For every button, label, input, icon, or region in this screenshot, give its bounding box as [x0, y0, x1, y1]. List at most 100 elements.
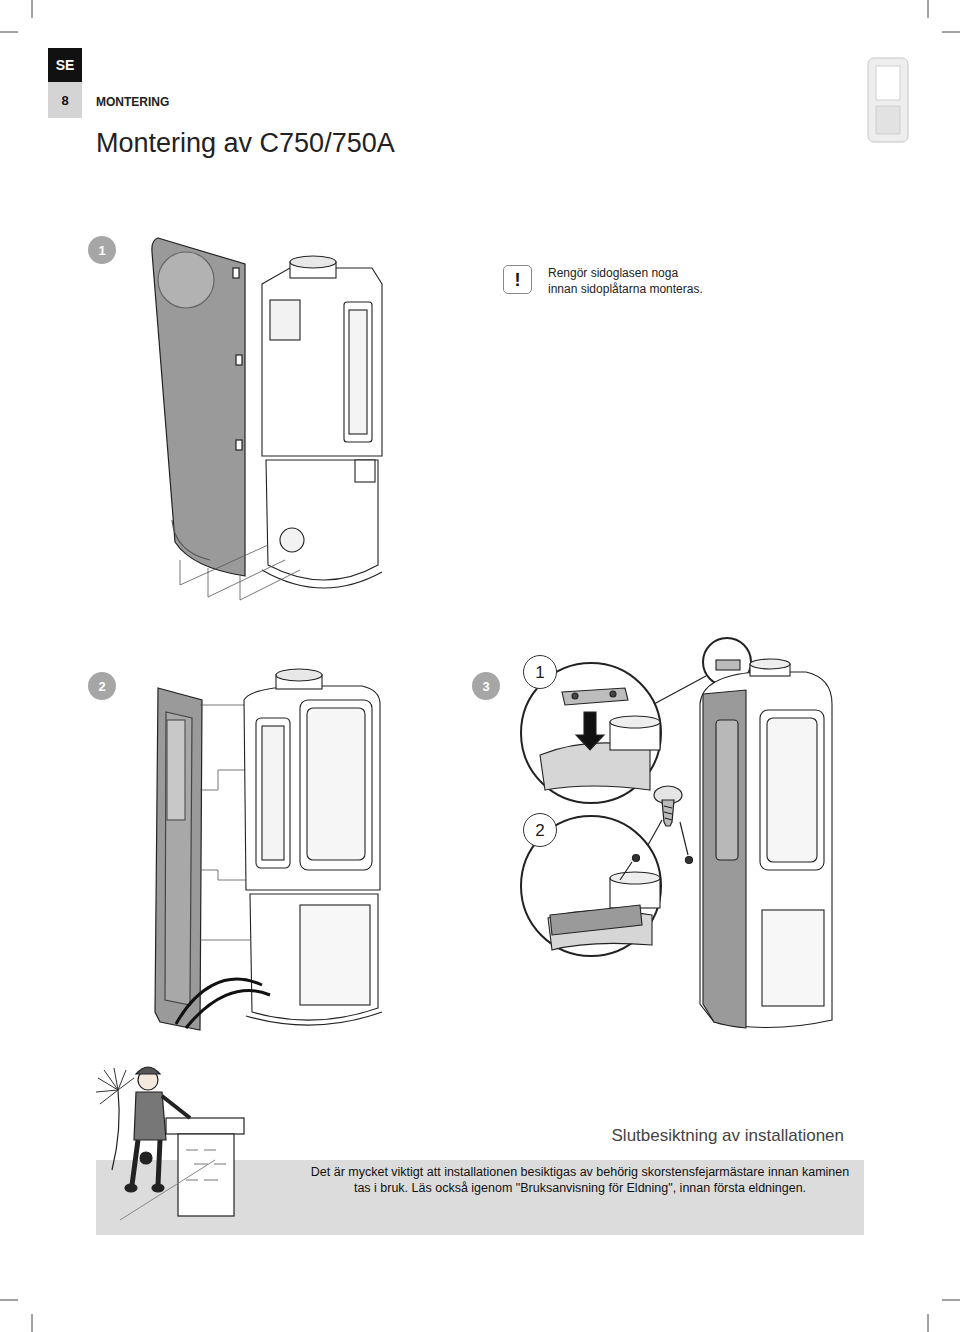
- stove-assembled: [716, 660, 740, 670]
- inset-content: [610, 872, 660, 884]
- product-thumbnail: [876, 66, 900, 100]
- screw-symbol: [664, 806, 672, 820]
- guide-line: [200, 940, 250, 941]
- guide-line: [200, 870, 250, 880]
- screw-symbol: [633, 855, 640, 862]
- chimney-sweep: [114, 1068, 118, 1090]
- side-panel: [236, 440, 242, 450]
- stove-assembled: [762, 910, 824, 1006]
- leader-line: [648, 820, 662, 845]
- front-panel: [155, 688, 202, 1030]
- page-number: 8: [48, 82, 82, 118]
- stove-frame: [270, 300, 300, 340]
- stove-frame: [262, 268, 382, 456]
- node-text: 1: [535, 664, 544, 681]
- stove-frame: [262, 256, 382, 588]
- warning-icon: !: [503, 265, 532, 294]
- chimney-sweep: [96, 1067, 244, 1220]
- guide-line: [208, 560, 285, 597]
- inset-content: [610, 691, 616, 697]
- guide-line: [240, 570, 300, 600]
- screw-symbol: [686, 857, 693, 864]
- screw-symbol: [662, 800, 674, 826]
- detail-inset: [521, 663, 661, 956]
- chimney-sweep: [152, 1184, 164, 1192]
- callout-number: 1: [523, 655, 557, 689]
- node-text: SE: [56, 58, 75, 72]
- chimney-sweep: [162, 1096, 190, 1118]
- cable: [176, 979, 270, 1028]
- stove-frame: [344, 302, 372, 442]
- inset-content: [540, 688, 660, 950]
- stove-assembled: [750, 659, 790, 669]
- front-panel: [155, 688, 202, 1030]
- stove-frame: [266, 460, 378, 580]
- chimney-sweep: [140, 1152, 152, 1164]
- stove-frame: [355, 460, 375, 482]
- node-text: 3: [482, 680, 489, 693]
- crop-mark: [32, 1314, 33, 1332]
- step-number: 2: [88, 672, 116, 700]
- guide-line: [200, 705, 245, 720]
- node-text: 2: [98, 680, 105, 693]
- stove-assembled: [760, 710, 824, 870]
- callout-number: 2: [523, 813, 557, 847]
- product-thumbnail: [868, 58, 908, 142]
- stove-body: [256, 718, 290, 868]
- front-panel: [165, 712, 192, 1005]
- leader-line: [620, 862, 632, 880]
- stove-body: [300, 700, 372, 870]
- stove-body: [300, 905, 370, 1005]
- side-panel: [233, 268, 239, 278]
- cable: [176, 979, 262, 1024]
- node-text: 2: [535, 822, 544, 839]
- leader-line: [620, 638, 751, 880]
- inset-content: [550, 905, 642, 935]
- crop-mark: [942, 1300, 960, 1301]
- chimney-sweep: [132, 1140, 160, 1185]
- crop-mark: [0, 32, 18, 33]
- crop-mark: [928, 0, 929, 18]
- side-panel: [172, 520, 210, 560]
- chimney-sweep: [120, 1160, 215, 1220]
- guide-line: [200, 705, 250, 940]
- warning-note: Rengör sidoglasen noga innan sidoplåtarn…: [548, 265, 708, 297]
- stove-assembled: [700, 659, 832, 1028]
- stove-body: [244, 686, 380, 890]
- page-title: Montering av C750/750A: [96, 128, 395, 159]
- chimney-sweep: [134, 1092, 166, 1140]
- stove-frame: [280, 528, 304, 552]
- screw-symbol: [633, 786, 693, 864]
- stove-body: [307, 708, 365, 860]
- stove-body: [250, 894, 378, 1020]
- inset-content: [572, 693, 578, 699]
- side-panel: [152, 238, 245, 576]
- chimney-sweep: [112, 1090, 119, 1170]
- section-heading: MONTERING: [96, 94, 169, 110]
- chimney-sweep: [98, 1078, 118, 1090]
- product-thumbnail: [868, 58, 908, 142]
- guide-line: [200, 770, 248, 790]
- stove-body: [276, 669, 322, 681]
- crop-mark: [942, 32, 960, 33]
- chimney-sweep: [178, 1134, 234, 1216]
- stove-body: [262, 726, 284, 860]
- chimney-sweep: [100, 1090, 118, 1104]
- chimney-sweep: [186, 1150, 226, 1180]
- crop-mark: [32, 0, 33, 18]
- product-thumbnail: [876, 106, 900, 134]
- band-body: Det är mycket viktigt att installationen…: [296, 1164, 864, 1196]
- stove-frame: [262, 570, 382, 588]
- guide-line: [180, 545, 300, 600]
- leader-line: [680, 822, 688, 855]
- stove-assembled: [767, 718, 817, 862]
- cable: [186, 990, 270, 1028]
- stove-assembled: [703, 690, 746, 1028]
- detail-inset: [521, 816, 661, 956]
- chimney-sweep: [96, 1068, 134, 1104]
- guide-line: [180, 545, 268, 585]
- band-heading: Slutbesiktning av installationen: [296, 1126, 864, 1146]
- chimney-sweep: [125, 1184, 137, 1192]
- chimney-sweep: [136, 1067, 160, 1074]
